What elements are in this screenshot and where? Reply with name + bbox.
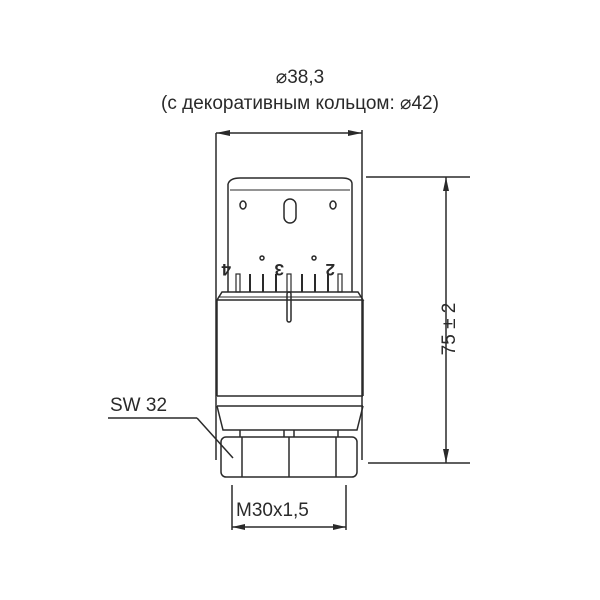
cap-dot-left bbox=[239, 200, 247, 210]
cap-dot-right bbox=[329, 200, 337, 210]
cap-top bbox=[227, 177, 353, 185]
diameter-label: ⌀38,3 bbox=[275, 67, 325, 88]
arrow-down bbox=[443, 449, 449, 463]
collar bbox=[215, 291, 365, 301]
arrow-up bbox=[443, 177, 449, 191]
arrow-left bbox=[216, 130, 230, 136]
height-label: 75 ± 2 bbox=[439, 302, 460, 356]
pointer bbox=[286, 291, 292, 323]
scale-ticks bbox=[235, 273, 343, 293]
thread-label: M30x1,5 bbox=[236, 500, 309, 521]
decorative-ring-label: (с декоративным кольцом: ⌀42) bbox=[161, 93, 439, 114]
scale-dot-2 bbox=[311, 255, 317, 261]
sw-leader-diagonal bbox=[196, 417, 234, 459]
scale-number-4: 4 bbox=[221, 260, 231, 279]
scale-number-2: 2 bbox=[326, 260, 335, 279]
scale-dot-1 bbox=[259, 255, 265, 261]
scale-number-3: 3 bbox=[275, 260, 284, 279]
arrow-right bbox=[348, 130, 362, 136]
body-taper bbox=[216, 405, 364, 431]
wrench-size-label: SW 32 bbox=[110, 395, 168, 416]
cap-slot bbox=[283, 198, 297, 224]
